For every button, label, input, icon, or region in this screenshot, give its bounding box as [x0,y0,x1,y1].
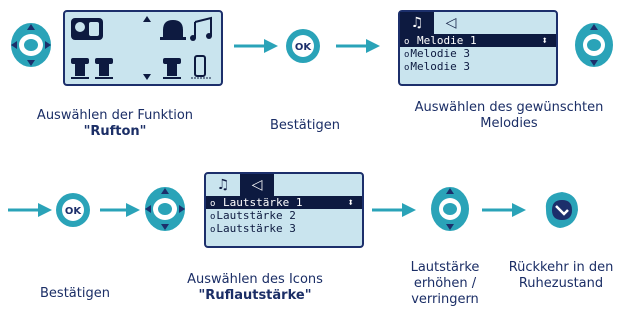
ringer-bell-icon [157,16,193,44]
end-call-key-icon [545,192,578,228]
phone-icon-1 [71,58,89,79]
arrow-right-icon [100,203,140,217]
melody-screen: ♫ ◁ Melodie 1 ⬍ Melodie 3 Melodie 3 [398,10,558,86]
up-down-icon: ⬍ [347,196,354,209]
music-note-icon [190,16,212,41]
ok-key-icon: OK [286,29,320,63]
arrow-right-icon [372,203,416,217]
contacts-icon [71,18,103,40]
caption-select-function: Auswählen der Funktion "Rufton" [36,108,194,139]
melody-list-item: Melodie 3 [400,60,556,73]
arrow-right-icon [8,203,52,217]
scroll-up-icon [143,16,151,22]
arrow-right-icon [234,39,278,53]
phone-icon-2 [95,58,113,79]
music-notes-icon: ♫ [216,177,230,193]
up-down-key-icon [431,187,469,231]
caption-return: Rückkehr in den Ruhezustand [508,260,614,291]
volume-list-item-selected: Lautstärke 1 ⬍ [206,196,362,209]
caption-select-icon: Auswählen des Icons "Ruflautstärke" [187,272,323,303]
ok-key-label: OK [295,42,313,53]
speaker-icon: ◁ [240,174,274,196]
up-down-key-icon [575,23,613,67]
caption-confirm-2: Bestätigen [40,286,110,301]
icon-menu-screen [63,10,223,86]
handset-icon [191,55,211,79]
melody-screen-tabs: ♫ ◁ [400,12,556,34]
volume-list-item: Lautstärke 3 [206,222,362,235]
speaker-icon: ◁ [445,15,457,31]
up-down-icon: ⬍ [541,34,548,47]
icon-menu-grid [71,16,212,80]
ok-key-icon: OK [56,193,90,227]
volume-screen: ♫ ◁ Lautstärke 1 ⬍ Lautstärke 2 Lautstär… [204,172,364,248]
melody-list-item: Melodie 3 [400,47,556,60]
arrow-right-icon [482,203,526,217]
caption-select-melody: Auswählen des gewünschten Melodies [414,100,604,131]
music-notes-icon: ♫ [400,12,434,34]
volume-screen-tabs: ♫ ◁ [206,174,362,196]
scroll-down-icon [143,74,151,80]
caption-volume: Lautstärke erhöhen / verringern [410,260,480,307]
navigation-key-icon [11,23,51,67]
phone-icon-3 [163,58,181,79]
ok-key-label: OK [65,206,83,217]
melody-list-item-selected: Melodie 1 ⬍ [400,34,556,47]
caption-confirm: Bestätigen [270,118,340,133]
volume-list-item: Lautstärke 2 [206,209,362,222]
navigation-key-icon [145,187,185,231]
arrow-right-icon [336,39,380,53]
